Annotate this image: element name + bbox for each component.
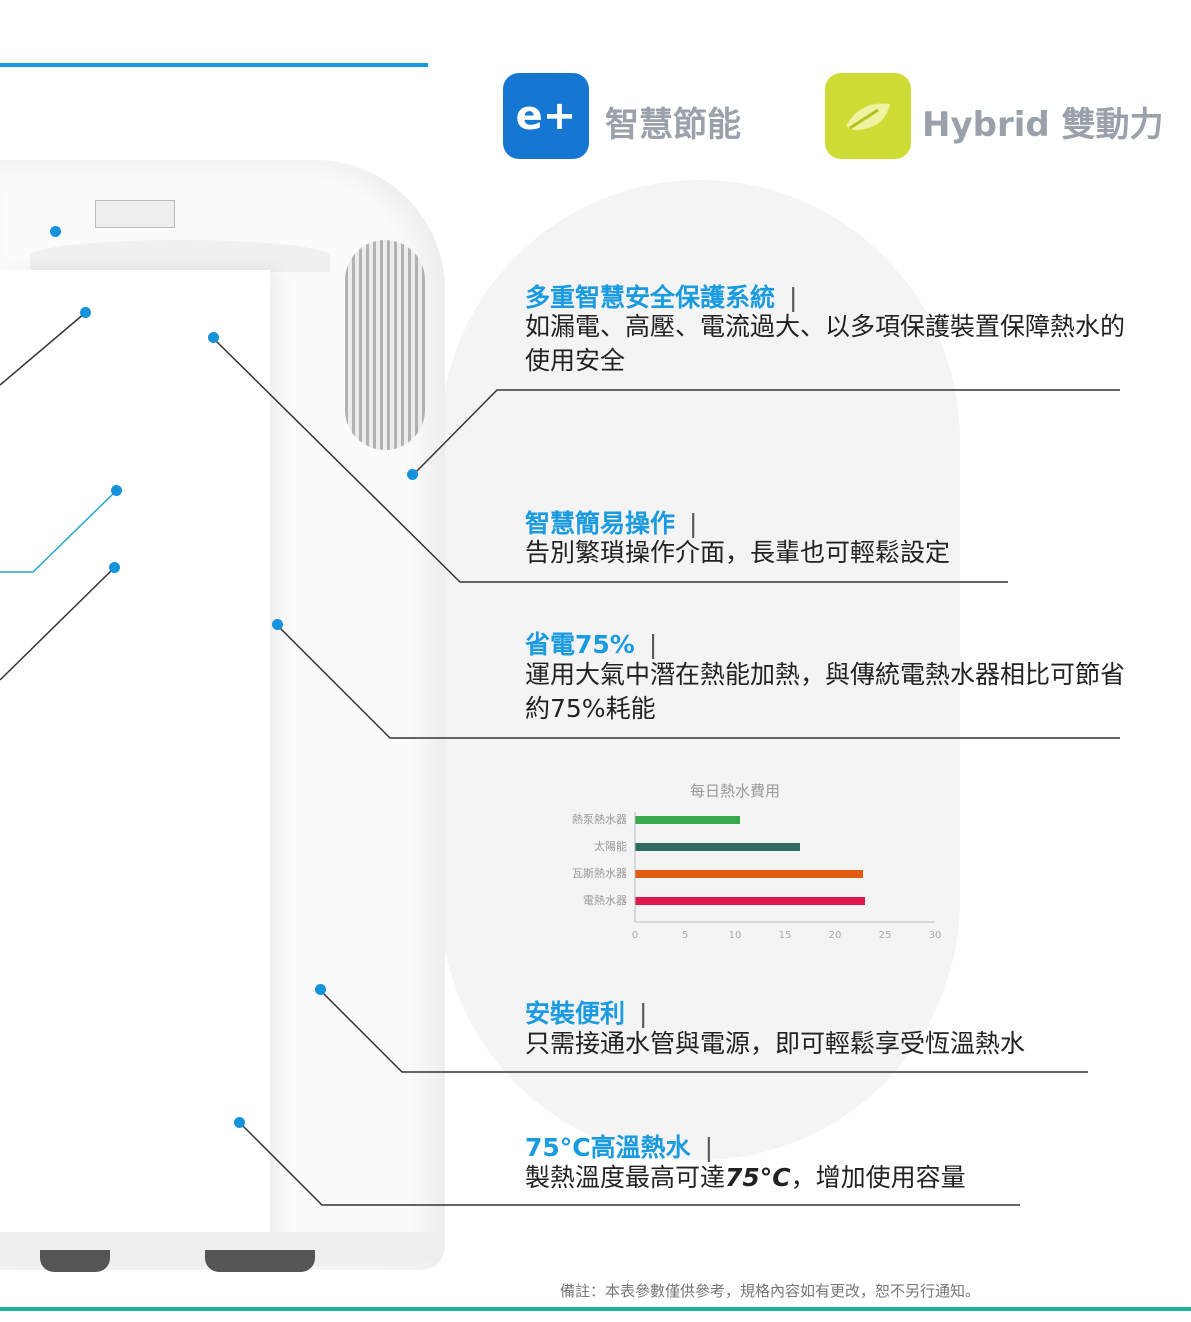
callout-dot xyxy=(80,307,91,318)
foot-right xyxy=(205,1250,315,1272)
feature-desc-installation: 只需接通水管與電源，即可輕鬆享受恆溫熱水 xyxy=(525,1029,1026,1058)
chart-title: 每日熱水費用 xyxy=(690,782,781,800)
feature-desc-power-saving: 運用大氣中潛在熱能加熱，與傳統電熱水器相比可節省約75%耗能 xyxy=(525,660,1126,723)
tick-label: 30 xyxy=(929,930,942,940)
callout-dot xyxy=(109,562,120,573)
callout-dot xyxy=(208,332,219,343)
tick-label: 20 xyxy=(829,930,842,940)
feature-desc-operation: 告別繁瑣操作介面，長輩也可輕鬆設定 xyxy=(525,538,951,567)
heat-pump-ledge xyxy=(30,240,330,272)
tick-label: 15 xyxy=(779,930,792,940)
category-label: 太陽能 xyxy=(594,839,627,853)
feature-desc-high-temp: 製熱溫度最高可達75°C，增加使用容量 xyxy=(525,1163,966,1192)
feature-desc-safety: 如漏電、高壓、電流過大、以多項保護裝置保障熱水的使用安全 xyxy=(525,312,1126,375)
air-vent-grille xyxy=(345,240,425,450)
feature-title-operation: 智慧簡易操作| xyxy=(525,509,698,538)
leaf-icon xyxy=(846,103,890,130)
top-accent-bar xyxy=(0,63,428,67)
feature-title-power-saving: 省電75%| xyxy=(525,630,658,659)
callout-dot xyxy=(234,1117,245,1128)
foot-left xyxy=(40,1250,110,1272)
category-label: 瓦斯熱水器 xyxy=(572,867,627,880)
tick-label: 5 xyxy=(682,930,688,940)
tick-label: 25 xyxy=(879,930,892,940)
bar xyxy=(635,843,800,851)
eplus-badge: e+ xyxy=(503,73,589,159)
bar xyxy=(635,897,865,905)
control-panel xyxy=(95,200,175,228)
bottom-accent-bar xyxy=(0,1307,1191,1311)
feature-title-high-temp: 75°C高溫熱水| xyxy=(525,1133,714,1162)
hybrid-label: Hybrid 雙動力 xyxy=(922,105,1164,145)
bar xyxy=(635,870,863,878)
eplus-label: 智慧節能 xyxy=(605,105,741,145)
feature-title-installation: 安裝便利| xyxy=(525,999,648,1028)
callout-dot xyxy=(50,226,61,237)
category-label: 熱泵熱水器 xyxy=(572,813,627,826)
category-label: 電熱水器 xyxy=(583,894,627,907)
tick-label: 10 xyxy=(729,930,742,940)
hybrid-badge xyxy=(825,73,911,159)
callout-dot xyxy=(111,485,122,496)
footnote: 備註：本表參數僅供參考，規格內容如有更改，恕不另行通知。 xyxy=(560,1282,981,1300)
callout-dot xyxy=(315,984,326,995)
bar xyxy=(635,816,740,824)
tick-label: 0 xyxy=(632,930,638,940)
feature-title-safety: 多重智慧安全保護系統| xyxy=(525,283,798,312)
background-shape xyxy=(440,180,960,1160)
callout-dot xyxy=(407,469,418,480)
heat-pump-front xyxy=(0,270,270,1260)
callout-dot xyxy=(272,619,283,630)
eplus-badge-text: e+ xyxy=(515,93,577,139)
